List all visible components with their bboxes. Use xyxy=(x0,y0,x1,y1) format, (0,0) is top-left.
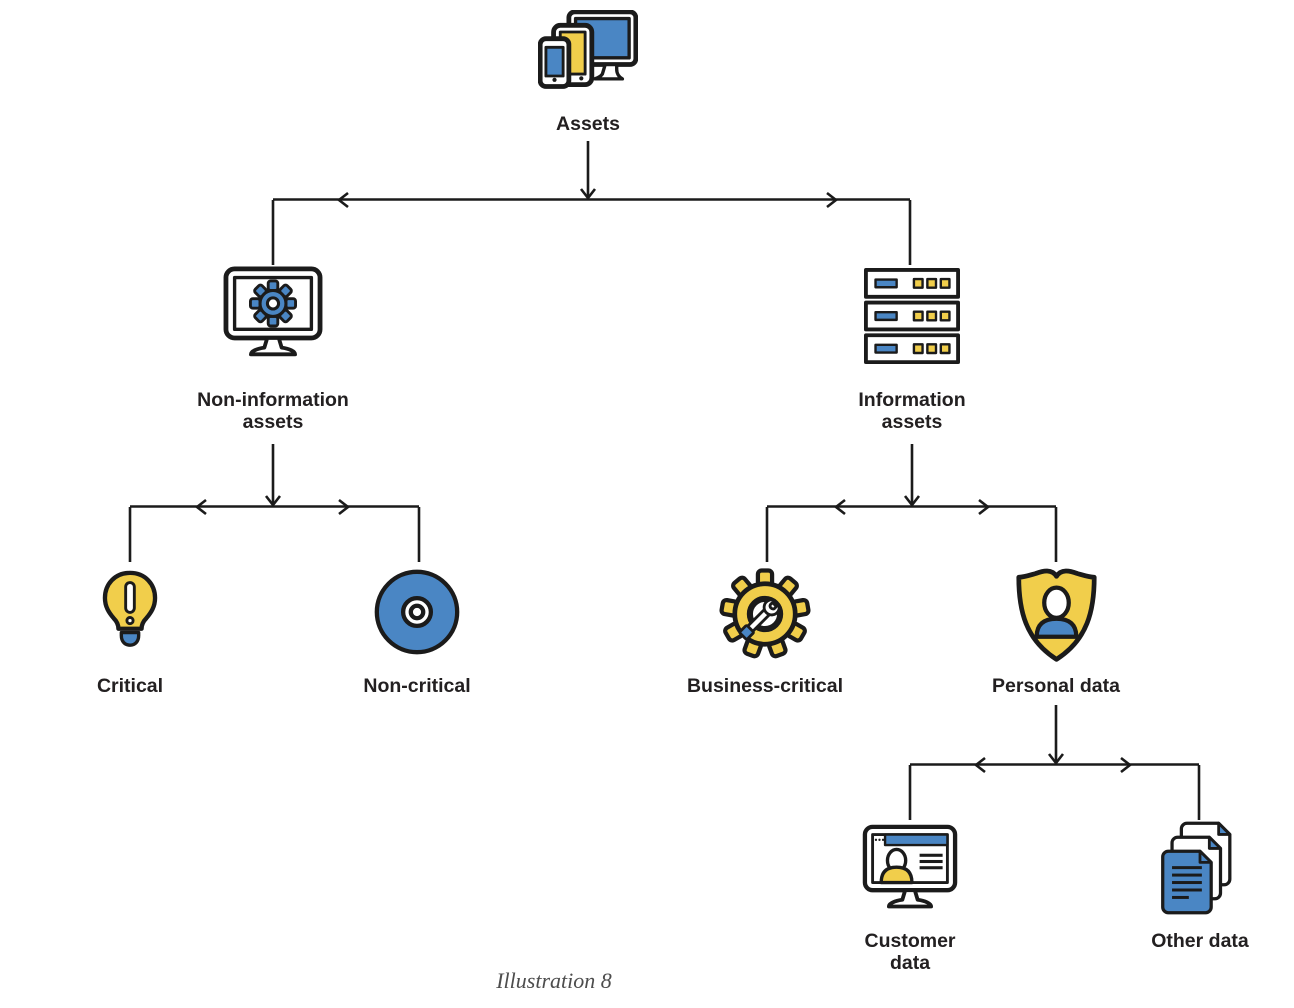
lightbulb-alert-icon xyxy=(102,570,158,647)
arrowheads xyxy=(194,188,1133,774)
node-non-information-assets: Non-information assets xyxy=(163,266,383,433)
node-other-data: Other data xyxy=(1090,820,1294,953)
documents-icon xyxy=(1161,821,1232,915)
node-label-information-assets: Information assets xyxy=(858,389,966,433)
node-label-personal-data: Personal data xyxy=(992,675,1120,697)
node-label-assets: Assets xyxy=(556,113,620,135)
monitor-user-icon xyxy=(862,824,958,909)
node-label-critical: Critical xyxy=(96,675,164,697)
gear-wrench-icon xyxy=(719,568,811,659)
node-business-critical: Business-critical xyxy=(655,563,875,698)
node-non-critical: Non-critical xyxy=(307,568,527,698)
node-information-assets: Information assets xyxy=(802,268,1022,433)
server-stack-icon xyxy=(864,268,960,365)
node-customer-data: Customer data xyxy=(800,824,1020,974)
connector-lines xyxy=(128,141,1201,820)
illustration-caption: Illustration 8 xyxy=(496,968,612,993)
devices-icon xyxy=(538,10,638,89)
shield-user-icon xyxy=(1015,568,1097,662)
node-label-non-critical: Non-critical xyxy=(363,675,471,697)
monitor-gear-icon xyxy=(223,266,323,357)
node-label-customer-data: Customer data xyxy=(864,930,956,974)
node-personal-data: Personal data xyxy=(946,565,1166,698)
node-label-business-critical: Business-critical xyxy=(686,675,844,697)
node-assets: Assets xyxy=(478,10,698,136)
disc-icon xyxy=(374,569,460,655)
node-label-other-data: Other data xyxy=(1151,930,1249,952)
node-critical: Critical xyxy=(20,570,240,698)
node-label-non-information-assets: Non-information assets xyxy=(197,389,349,433)
